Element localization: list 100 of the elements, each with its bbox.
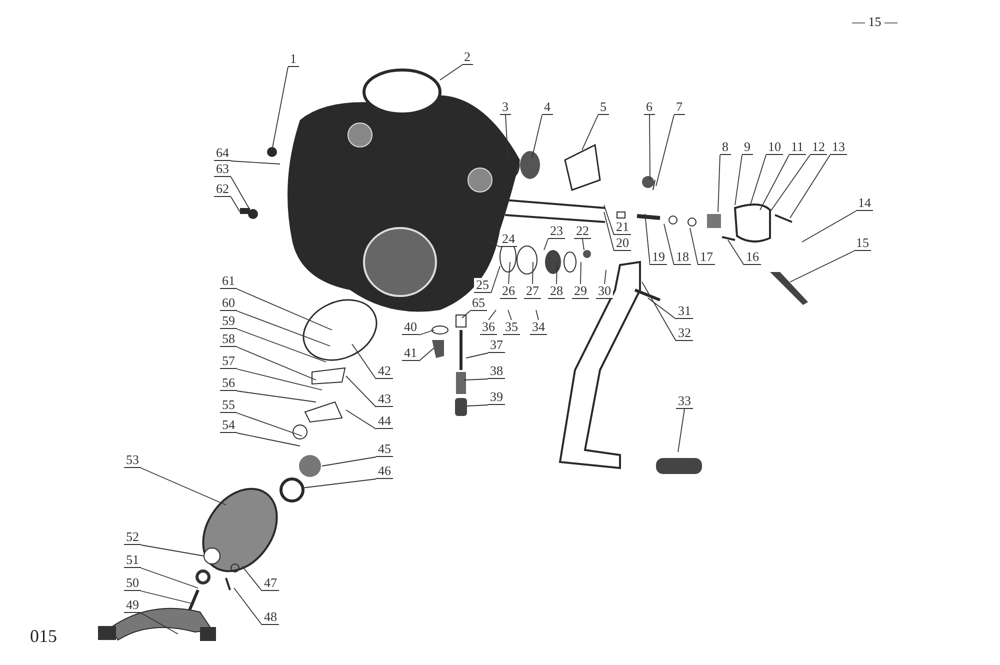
callout-number: 30 [596, 284, 613, 299]
leader-line [642, 282, 676, 342]
leader-line [690, 228, 698, 266]
leader-line [490, 266, 500, 294]
leader-line [236, 432, 300, 446]
callout-number: 15 [854, 236, 871, 251]
leader-line [234, 588, 262, 626]
leader-line [802, 210, 856, 242]
callout-number: 16 [744, 250, 761, 265]
leader-line [532, 114, 542, 158]
leader-line [604, 270, 606, 284]
callout-number: 17 [698, 250, 715, 265]
leader-line [464, 378, 488, 380]
callout-number: 46 [376, 464, 393, 479]
callout-number: 24 [500, 232, 517, 247]
callout-number: 52 [124, 530, 141, 545]
leader-line [508, 262, 510, 284]
leader-line [440, 64, 462, 80]
callout-number: 48 [262, 610, 279, 625]
leader-line [272, 66, 288, 150]
leader-line [790, 250, 854, 282]
callout-number: 8 [720, 140, 730, 155]
leader-line [770, 154, 810, 212]
leader-line [604, 204, 614, 236]
leader-line [302, 478, 376, 488]
callout-number: 56 [220, 376, 237, 391]
leader-line [322, 456, 376, 466]
leader-line [648, 298, 676, 320]
callout-number: 23 [548, 224, 565, 239]
callout-number: 29 [572, 284, 589, 299]
leader-line [140, 568, 198, 588]
callout-number: 40 [402, 320, 419, 335]
callout-number: 61 [220, 274, 237, 289]
callout-number: 6 [644, 100, 654, 115]
leader-line [488, 310, 496, 320]
leader-line [242, 566, 262, 592]
leader-line [649, 114, 650, 180]
callout-number: 53 [124, 453, 141, 468]
leader-line [346, 410, 376, 430]
callout-number: 35 [503, 320, 520, 335]
leader-line [734, 154, 742, 206]
leader-line [230, 176, 250, 210]
leader-line [644, 214, 650, 266]
callout-number: 57 [220, 354, 237, 369]
callout-number: 3 [500, 100, 510, 115]
leader-line [760, 154, 790, 210]
callout-number: 49 [124, 598, 141, 613]
callout-number: 54 [220, 418, 237, 433]
leader-line [230, 160, 280, 164]
leader-line [236, 412, 302, 436]
leader-line [664, 224, 674, 266]
callout-number: 64 [214, 146, 231, 161]
callout-number: 41 [402, 346, 419, 361]
callout-number: 4 [542, 100, 552, 115]
callout-number: 22 [574, 224, 591, 239]
callout-number: 21 [614, 220, 631, 235]
callout-number: 26 [500, 284, 517, 299]
callout-number: 5 [598, 100, 608, 115]
callout-number: 38 [488, 364, 505, 379]
leader-line [140, 544, 204, 556]
leader-line [544, 238, 548, 250]
figure-number: 015 [30, 626, 57, 647]
callout-number: 55 [220, 398, 237, 413]
callout-number: 34 [530, 320, 547, 335]
leader-line [230, 196, 240, 212]
callout-number: 65 [470, 296, 487, 311]
callout-number: 60 [220, 296, 237, 311]
callout-number: 25 [474, 278, 491, 293]
callout-number: 36 [480, 320, 497, 335]
leader-line [466, 352, 488, 358]
callout-number: 58 [220, 332, 237, 347]
callout-number: 42 [376, 364, 393, 379]
callout-number: 19 [650, 250, 667, 265]
leader-line [750, 154, 766, 206]
leader-line [236, 346, 316, 380]
leader-line [656, 114, 674, 186]
callout-number: 10 [766, 140, 783, 155]
leader-line [140, 468, 226, 506]
callout-number: 9 [742, 140, 752, 155]
leader-line [718, 154, 720, 212]
callout-number: 2 [462, 50, 472, 65]
leader-line [462, 310, 470, 318]
callout-number: 28 [548, 284, 565, 299]
callout-number: 51 [124, 553, 141, 568]
callout-number: 59 [220, 314, 237, 329]
callout-number: 63 [214, 162, 231, 177]
leader-line [236, 310, 330, 346]
leader-line [486, 240, 500, 248]
callout-number: 13 [830, 140, 847, 155]
callout-number: 50 [124, 576, 141, 591]
leader-line [790, 154, 830, 218]
leader-line [556, 262, 558, 284]
leader-line [532, 262, 534, 284]
leader-line [508, 310, 512, 320]
leader-line [582, 114, 598, 150]
leader-line [678, 408, 685, 452]
leader-line [536, 310, 539, 320]
leader-line [418, 330, 434, 336]
leader-line [728, 240, 744, 266]
leader-line [140, 612, 178, 634]
